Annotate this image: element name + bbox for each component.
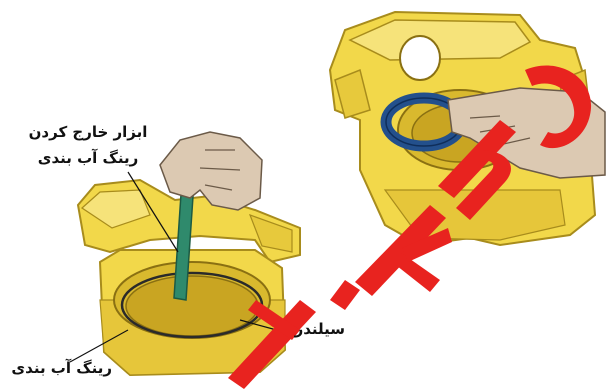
- hand-left: [160, 132, 262, 210]
- watermark-text: tkno: [0, 0, 1, 1]
- seal-removal-tool-label-line2: رینگ آب بندی: [18, 148, 158, 169]
- cylinder-label: سیلندر: [285, 319, 345, 340]
- seal-removal-tool-label-line1: ابزار خارج کردن: [18, 122, 158, 143]
- seal-ring-label: رینگ آب بندی: [12, 358, 112, 379]
